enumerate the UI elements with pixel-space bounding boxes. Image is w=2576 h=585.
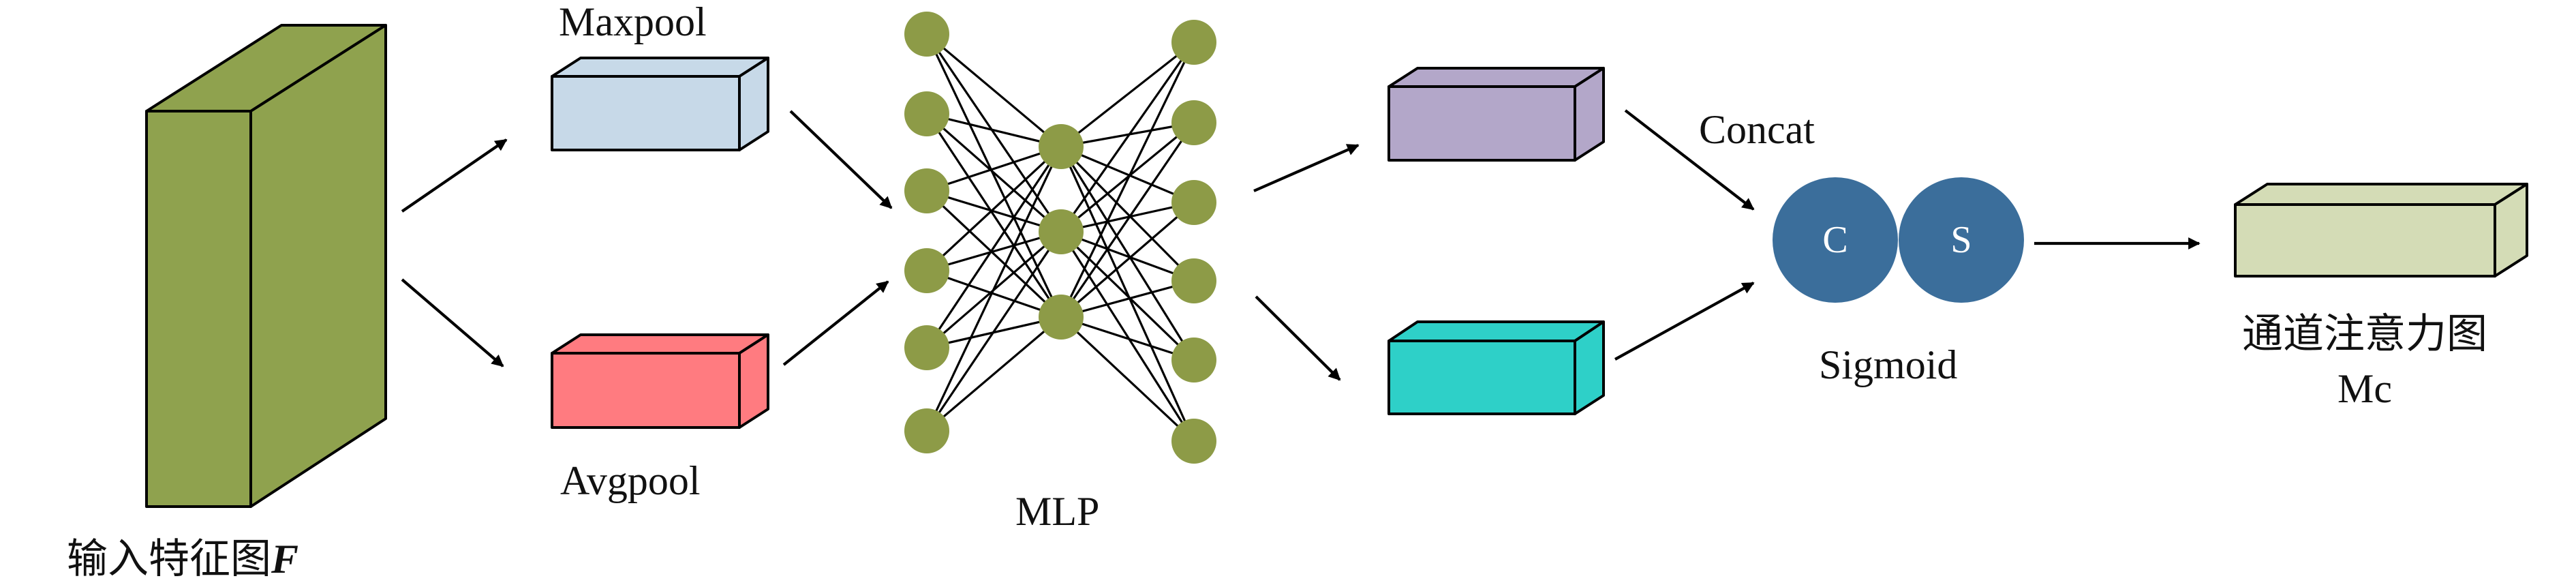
mlp-output-bottom-block-front <box>1387 340 1576 415</box>
mlp-edge-input-4-to-hidden-2 <box>926 230 1062 272</box>
arrow-avgpool-to-mlp <box>782 280 889 366</box>
mlp-edge-hidden-2-to-output-4 <box>1060 230 1195 282</box>
arrow-mlp-to-top-output <box>1253 144 1360 192</box>
mlp-edge-hidden-3-to-output-3 <box>1060 201 1195 318</box>
mlp-edge-input-1-to-hidden-1 <box>925 33 1062 148</box>
avgpool-block <box>551 333 769 429</box>
mlp-edge-input-3-to-hidden-1 <box>926 145 1062 192</box>
mlp-node-input-2 <box>904 91 949 136</box>
mlp-node-output-4 <box>1171 258 1216 303</box>
mlp-connections <box>925 33 1195 442</box>
mlp-edge-hidden-1-to-output-5 <box>1060 146 1195 361</box>
mlp-edge-input-1-to-hidden-2 <box>925 33 1062 232</box>
avgpool-block-top <box>551 333 769 355</box>
mlp-output-top-block-front <box>1387 85 1576 162</box>
mlp-edge-hidden-2-to-output-1 <box>1060 42 1195 232</box>
maxpool-block <box>551 57 769 151</box>
mlp-edge-input-6-to-hidden-3 <box>925 316 1062 432</box>
arrow-mlp-to-bottom-output <box>1255 295 1341 381</box>
arrow-input-to-avgpool <box>401 278 504 368</box>
concat-label: Concat <box>1699 107 1815 152</box>
mlp-node-input-5 <box>904 325 949 370</box>
mlp-node-output-3 <box>1171 180 1216 225</box>
mlp-node-output-5 <box>1171 338 1216 382</box>
mlp-edge-hidden-3-to-output-1 <box>1060 42 1195 318</box>
mlp-edge-hidden-1-to-output-3 <box>1060 145 1195 204</box>
mlp-node-input-1 <box>904 12 949 57</box>
mlp-node-output-1 <box>1171 20 1216 65</box>
sigmoid-circle-shape <box>1899 177 2024 303</box>
mlp-edge-hidden-2-to-output-3 <box>1060 201 1195 233</box>
input-feature-map-block <box>145 24 387 508</box>
mlp-edge-hidden-2-to-output-6 <box>1060 231 1195 442</box>
input-block-front <box>145 110 252 508</box>
sigmoid-circle: S <box>1899 177 2024 303</box>
sigmoid-circle-letter: S <box>1950 219 1972 261</box>
mlp-edge-input-6-to-hidden-2 <box>925 231 1062 432</box>
maxpool-label: Maxpool <box>559 0 707 44</box>
concat-circle: C <box>1773 177 1898 303</box>
input-feature-map-variable: F <box>271 537 298 582</box>
mlp-node-input-4 <box>904 248 949 293</box>
mlp-edge-input-2-to-hidden-2 <box>925 112 1062 233</box>
mlp-edge-input-3-to-hidden-3 <box>925 190 1062 318</box>
mlp-node-input-6 <box>904 408 949 453</box>
mlp-node-input-3 <box>904 168 949 213</box>
input-feature-map-label: 输入特征图F <box>67 537 298 582</box>
mlp-network <box>904 12 1216 464</box>
channel-attention-map-front <box>2234 203 2496 278</box>
avgpool-label: Avgpool <box>560 458 701 503</box>
mlp-edge-input-5-to-hidden-1 <box>925 146 1062 348</box>
mlp-edge-hidden-1-to-output-2 <box>1060 121 1195 148</box>
arrow-input-to-maxpool <box>401 138 508 213</box>
mlp-node-hidden-2 <box>1039 209 1084 254</box>
mlp-node-output-2 <box>1171 100 1216 145</box>
sigmoid-label: Sigmoid <box>1819 342 1957 387</box>
mlp-edge-hidden-2-to-output-5 <box>1060 230 1195 361</box>
mlp-edge-input-6-to-hidden-1 <box>925 146 1062 432</box>
channel-attention-map-top <box>2234 183 2528 206</box>
mlp-edge-input-4-to-hidden-1 <box>925 145 1062 272</box>
mlp-node-hidden-3 <box>1039 295 1084 340</box>
avgpool-block-front <box>551 352 741 429</box>
concat-circle-letter: C <box>1822 219 1847 261</box>
concat-circle-shape <box>1773 177 1898 303</box>
channel-attention-map-symbol: Mc <box>2337 366 2392 411</box>
channel-attention-map-block <box>2234 183 2528 278</box>
mlp-edge-hidden-3-to-output-6 <box>1060 316 1195 442</box>
mlp-edge-hidden-1-to-output-1 <box>1060 41 1195 148</box>
mlp-node-hidden-1 <box>1039 124 1084 169</box>
channel-attention-map-label: 通道注意力图 <box>2242 312 2487 357</box>
mlp-edge-hidden-1-to-output-6 <box>1060 146 1195 442</box>
mlp-edge-input-2-to-hidden-1 <box>926 112 1062 148</box>
mlp-edge-hidden-1-to-output-4 <box>1060 145 1195 282</box>
arrow-bottom-output-to-concat <box>1614 282 1755 361</box>
mlp-edge-input-4-to-hidden-3 <box>926 269 1062 318</box>
mlp-edge-hidden-3-to-output-5 <box>1060 316 1195 361</box>
mlp-edge-input-3-to-hidden-2 <box>926 190 1062 233</box>
arrow-top-output-to-concat <box>1624 109 1755 211</box>
mlp-edge-hidden-3-to-output-2 <box>1060 122 1195 318</box>
mlp-edge-input-1-to-hidden-3 <box>925 33 1062 318</box>
mlp-output-top-block-top <box>1387 67 1605 88</box>
input-block-side <box>249 24 387 508</box>
arrow-maxpool-to-mlp <box>789 110 893 209</box>
maxpool-block-top <box>551 57 769 78</box>
mlp-node-output-6 <box>1171 419 1216 464</box>
mlp-edge-input-2-to-hidden-3 <box>925 113 1062 318</box>
mlp-label: MLP <box>1015 489 1099 534</box>
mlp-output-bottom-block-top <box>1387 320 1605 342</box>
mlp-output-bottom-block <box>1387 320 1605 415</box>
maxpool-block-front <box>551 75 741 151</box>
mlp-edge-hidden-3-to-output-4 <box>1060 280 1195 318</box>
mlp-output-top-block <box>1387 67 1605 162</box>
